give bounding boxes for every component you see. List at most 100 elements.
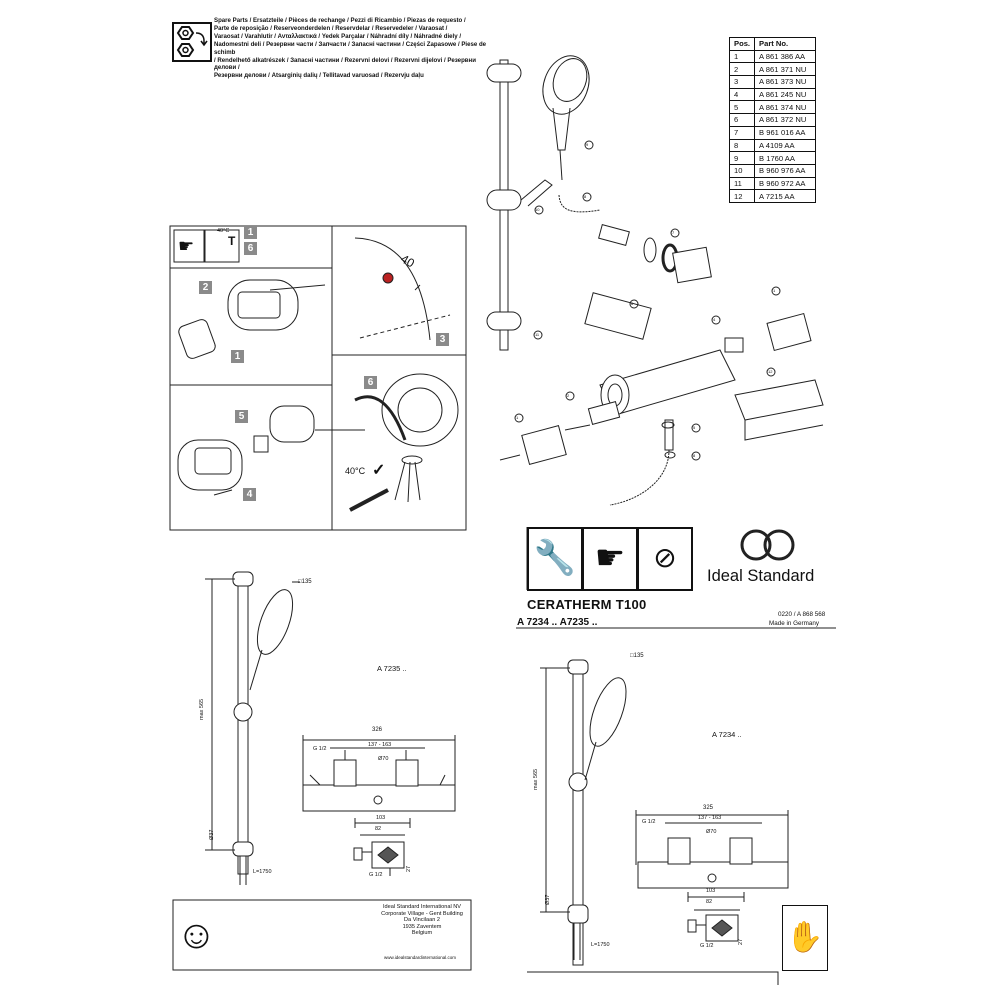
body-dia-left: Ø70 [378, 756, 389, 762]
check-temp: 40°C [345, 466, 366, 476]
row-pos: 1 [728, 49, 756, 64]
height-right: max 565 [533, 768, 539, 790]
head-size-right: □135 [630, 653, 644, 659]
spare-parts-line: Varaosat / Varahlutir / Ανταλλακτικά / Y… [214, 32, 462, 40]
spare-parts-line: Parte de reposição / Reserveonderdelen /… [214, 24, 448, 32]
callout-8b: 8 [693, 453, 696, 458]
address-line: Da Vincilaan 2 [404, 917, 440, 924]
row-part-no: B 961 016 AA [754, 125, 817, 140]
header-part-no: Part No. [754, 37, 817, 51]
hand-shower-top [542, 55, 601, 213]
head-size-left: □135 [298, 579, 312, 585]
address-line: Corporate Village - Gent Building [381, 910, 463, 917]
procedure-panel [169, 225, 467, 531]
thread-side-right: G 1/2 [700, 943, 714, 949]
technician-icon: ☺ [176, 913, 217, 957]
doc-number: 0220 / A 868 568 [778, 611, 826, 618]
dimension-drawing-a7235 [205, 571, 456, 885]
step-label-1: 1 [231, 350, 244, 363]
callout-4: 4 [713, 317, 716, 322]
product-name: CERATHERM T100 [527, 597, 647, 612]
spacing-right: 137 - 163 [698, 815, 722, 821]
callout-2: 2 [567, 393, 570, 398]
made-in: Made in Germany [769, 620, 820, 627]
thermostat-exploded-view [499, 224, 824, 506]
spare-parts-text: Spare Parts / Ersatzteile / Pièces de re… [214, 17, 496, 80]
address-line: Belgium [411, 930, 433, 937]
spare-parts-line: Spare Parts / Ersatzteile / Pièces de re… [214, 17, 466, 24]
step-label-3: 3 [436, 333, 449, 346]
thread-right: G 1/2 [642, 819, 656, 825]
callout-7: 7 [672, 230, 675, 235]
step-label-6: 6 [364, 376, 377, 389]
footer-line-right [527, 971, 779, 985]
spare-parts-icon [172, 22, 212, 62]
row-pos: 12 [728, 189, 756, 203]
callout-8: 8 [584, 194, 587, 199]
depth-small-right: 27 [738, 938, 744, 945]
bar-dia-right: Ø37 [545, 894, 551, 905]
spare-parts-line: Резервни делови / Atsarginių dalių / Tel… [214, 72, 424, 80]
thread-side-left: G 1/2 [369, 872, 383, 878]
step-label-4: 4 [243, 488, 256, 501]
product-codes: A 7234 .. A7235 .. [517, 617, 598, 628]
callout-1: 1 [773, 288, 776, 293]
width-left: 326 [372, 727, 383, 733]
callout-12: 12 [768, 369, 773, 374]
thermo-temp: 40°C [217, 228, 230, 234]
company-address: Ideal Standard International NV Corporat… [372, 904, 472, 937]
callout-5: 5 [693, 425, 696, 430]
dimension-drawing-a7234 [540, 659, 789, 966]
height-left: max 565 [199, 698, 205, 720]
body-dia-right: Ø70 [706, 829, 717, 835]
callout-6: 6 [631, 301, 634, 306]
model-label-right: A 7234 .. [712, 730, 742, 739]
depth-outer-left: 103 [376, 815, 386, 821]
row-part-no: A 861 386 AA [754, 49, 817, 64]
parts-table-header: Pos. Part No. [728, 37, 817, 51]
check-mark-icon: ✓ [372, 462, 386, 479]
spare-parts-line: Nadomestni deli / Резервни части / Запча… [214, 40, 487, 56]
hand-wash-icon: ✋ [782, 905, 828, 971]
hose-left: L=1750 [253, 869, 272, 875]
width-right: 325 [703, 805, 714, 811]
callout-10: 10 [535, 207, 540, 212]
depth-inner-right: 82 [706, 899, 713, 905]
brand-name: Ideal Standard [707, 567, 815, 585]
depth-inner-left: 82 [375, 826, 382, 832]
row-part-no: A 7215 AA [754, 189, 817, 203]
depth-small-left: 27 [406, 865, 412, 872]
address-line: 1935 Zaventem [402, 923, 442, 930]
step-label-2: 2 [199, 281, 212, 294]
step-label-5: 5 [235, 410, 248, 423]
callout-1b: 1 [516, 415, 519, 420]
spare-parts-line: / Rendelhető alkatrészek / Запасні части… [214, 56, 476, 72]
callout-11: 11 [535, 332, 540, 337]
hand-pointing-icon: ☛ [178, 236, 195, 256]
thermo-letter: T [228, 234, 236, 248]
thread-left: G 1/2 [313, 746, 327, 752]
header-pos: Pos. [728, 37, 756, 51]
callout-circles [514, 140, 781, 461]
website-link[interactable]: www.idealstandardinternational.com [384, 955, 457, 960]
bar-dia-left: Ø37 [209, 829, 215, 840]
model-label-left: A 7235 .. [377, 664, 407, 673]
footer-frame-left [172, 899, 472, 971]
depth-outer-right: 103 [706, 888, 716, 894]
hose-right: L=1750 [591, 942, 610, 948]
callout-9: 9 [586, 142, 589, 147]
spacing-left: 137 - 163 [368, 742, 392, 748]
no-abrasive-icon: ⊘ [637, 527, 693, 591]
step-label-ref-1: 1 [244, 226, 257, 239]
